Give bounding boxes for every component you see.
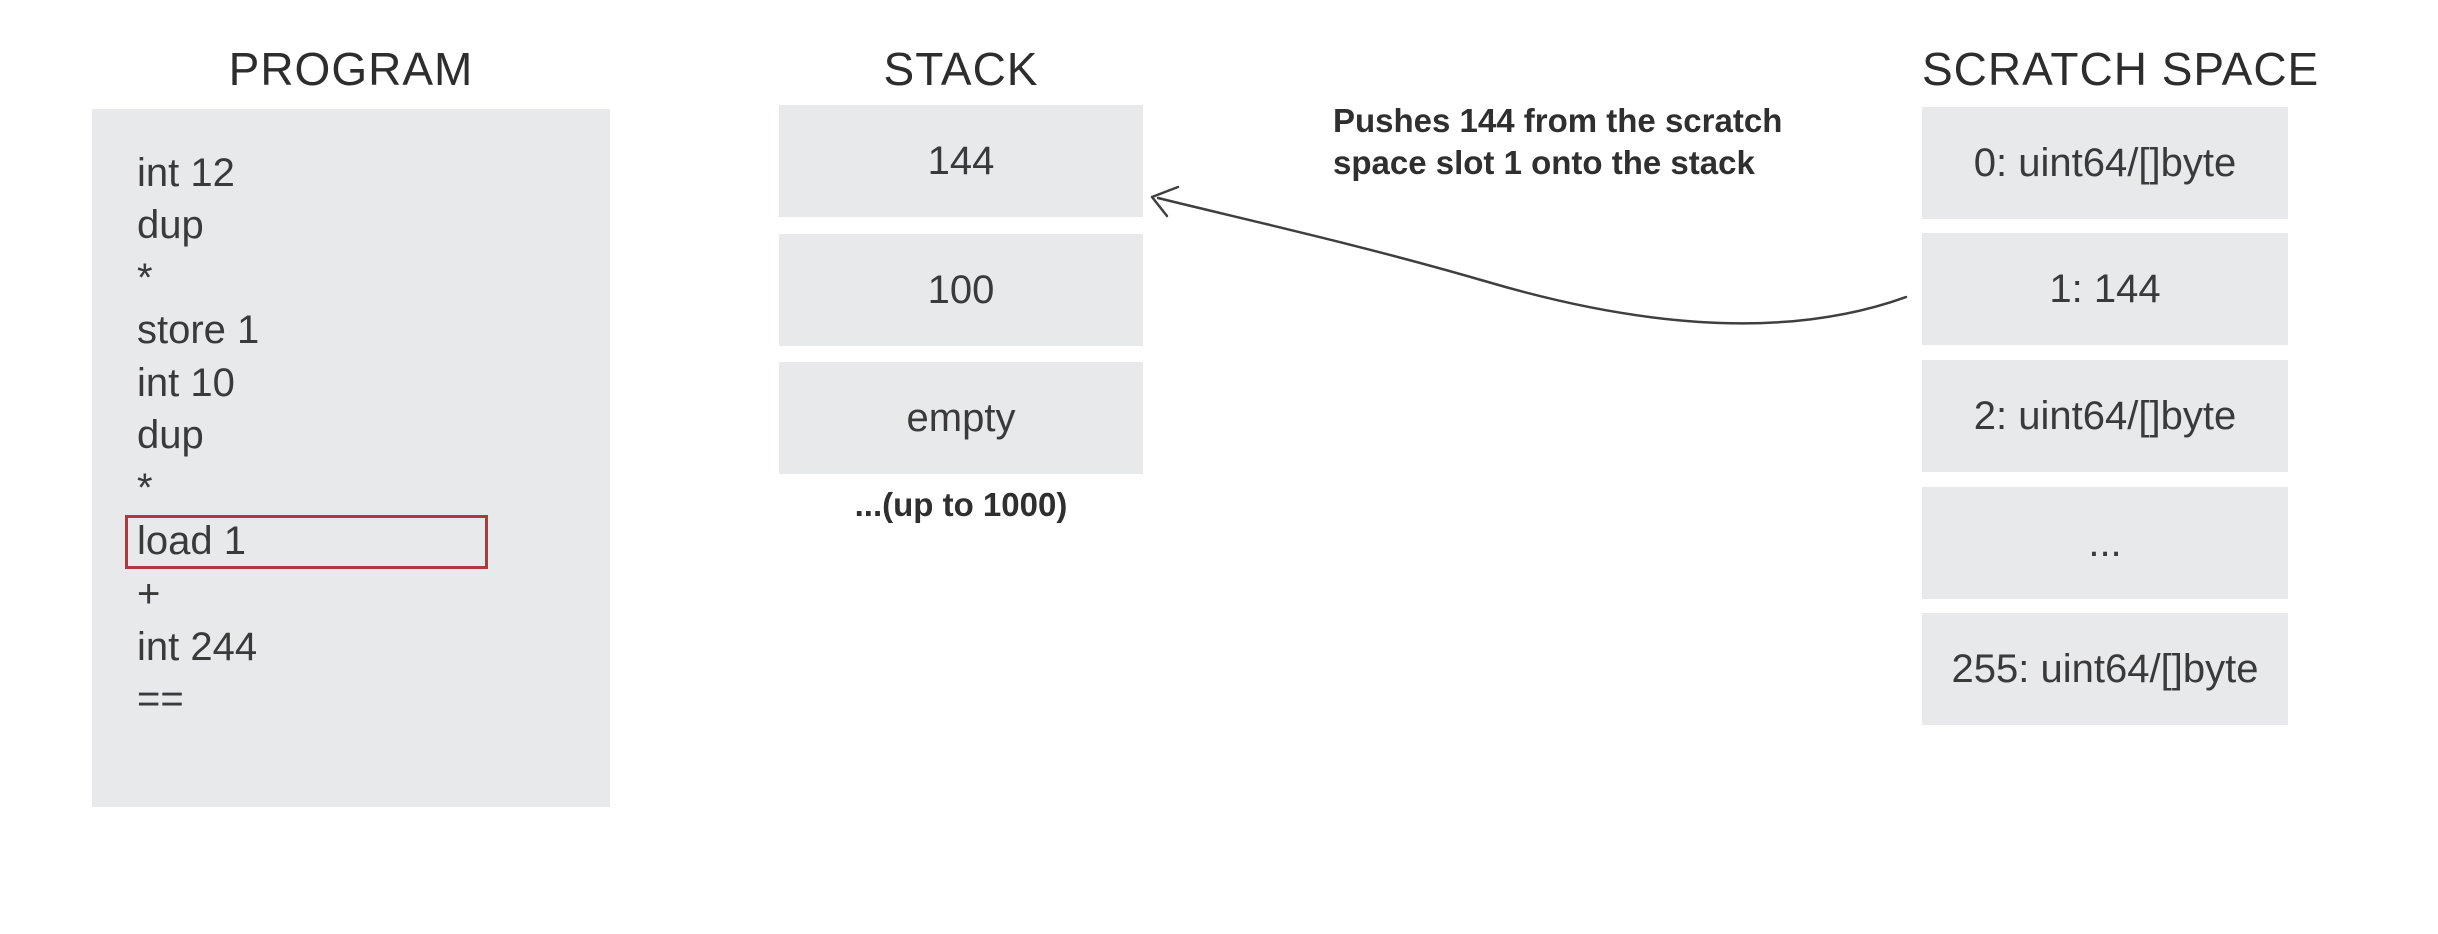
program-line: dup [137,413,204,458]
scratch-slot: ... [1922,487,2288,599]
scratch-slot: 1: 144 [1922,233,2288,345]
program-line: int 10 [137,360,235,405]
stack-slot: empty [779,362,1143,474]
stack-slot: 144 [779,105,1143,217]
scratch-slot: 2: uint64/[]byte [1922,360,2288,472]
stack-capacity-note: ...(up to 1000) [854,486,1068,523]
program-line: store 1 [137,308,260,353]
scratch-slot: 255: uint64/[]byte [1922,613,2288,725]
program-line: dup [137,203,204,248]
program-title: PROGRAM [228,43,474,95]
stack-slot: 100 [779,234,1143,346]
push-annotation: Pushes 144 from the scratch space slot 1… [1333,100,1782,184]
program-line-highlighted: load 1 [125,514,488,569]
program-box: int 12 dup * store 1 int 10 dup * load 1… [92,109,610,807]
scratch-title: SCRATCH SPACE [1922,43,2320,95]
program-line: * [137,465,153,510]
push-annotation-line: Pushes 144 from the scratch [1333,102,1783,139]
program-line: * [137,255,153,300]
program-line: == [137,677,184,722]
program-line: int 244 [137,624,258,669]
push-annotation-line: space slot 1 onto the stack [1333,144,1755,181]
stack-title: STACK [883,43,1039,95]
scratch-slot: 0: uint64/[]byte [1922,107,2288,219]
program-line: + [137,572,161,617]
program-line: int 12 [137,150,235,195]
